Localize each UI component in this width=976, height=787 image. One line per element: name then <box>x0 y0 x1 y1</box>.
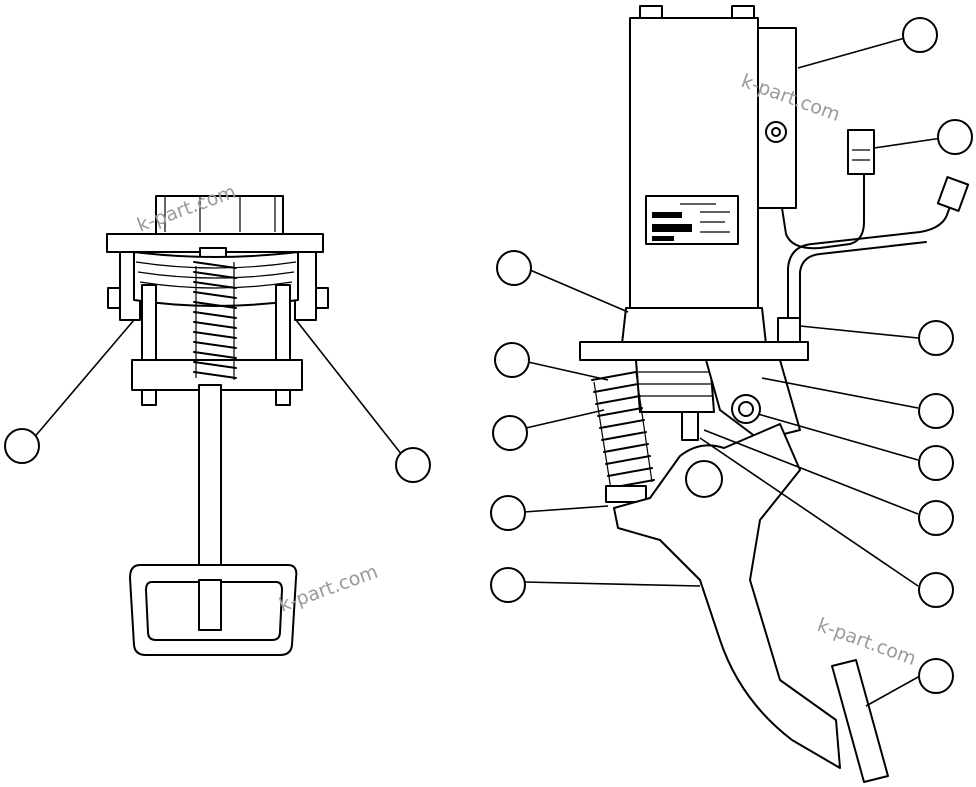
front-view-assembly <box>31 195 403 656</box>
callout-bubble[interactable] <box>937 119 973 155</box>
callout-bubble[interactable] <box>918 320 954 356</box>
side-spring <box>591 371 655 503</box>
callout-bubble[interactable] <box>395 447 431 483</box>
callout-bubble[interactable] <box>490 567 526 603</box>
callout-bubble[interactable] <box>918 572 954 608</box>
front-pedal-pad <box>129 564 298 656</box>
watermark-text: k-part.com <box>814 614 919 670</box>
callout-bubble[interactable] <box>918 658 954 694</box>
callout-bubble[interactable] <box>490 495 526 531</box>
callout-bubble[interactable] <box>918 393 954 429</box>
callout-bubble[interactable] <box>494 342 530 378</box>
callout-bubble[interactable] <box>902 17 938 53</box>
side-view-assembly <box>523 5 970 783</box>
pedal-arm <box>613 423 841 769</box>
callout-bubble[interactable] <box>4 428 40 464</box>
front-spring <box>193 261 237 380</box>
callout-bubbles <box>4 17 973 694</box>
callout-bubble[interactable] <box>918 500 954 536</box>
callout-bubble[interactable] <box>492 415 528 451</box>
callout-bubble[interactable] <box>918 445 954 481</box>
callout-bubble[interactable] <box>496 250 532 286</box>
nameplate <box>645 195 739 245</box>
